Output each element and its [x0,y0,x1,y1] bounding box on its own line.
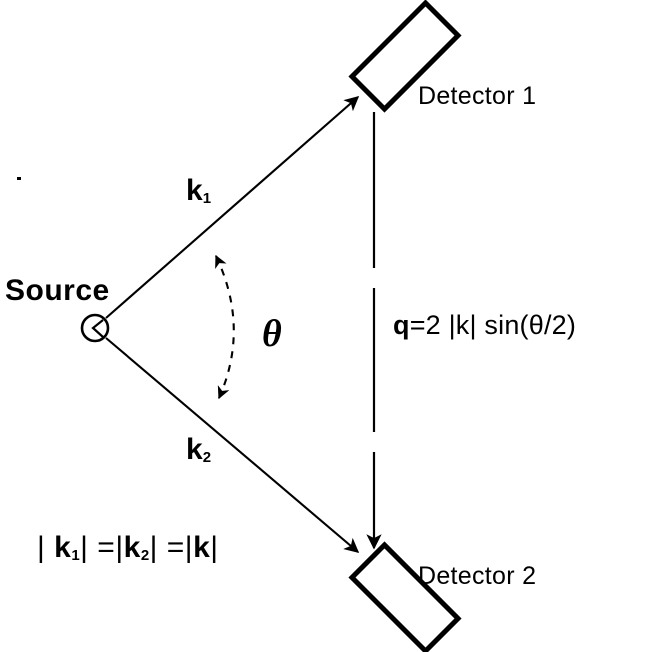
mag-k1-symbol: k [54,531,72,564]
k2-subscript: 2 [202,449,212,466]
q-symbol: q [393,310,410,340]
detector-2-box[interactable] [348,541,462,652]
k1-label: k1 [186,174,212,207]
k2-ray [105,337,360,553]
q-equation-label: q=2 |k| sin(θ/2) [393,312,576,339]
k2-symbol: k [186,433,203,466]
angle-arc [215,254,235,400]
detector-1-box[interactable] [348,0,462,113]
mag-k2-subscript: 2 [140,547,150,564]
q-equation-rest: =2 |k| sin(θ/2) [409,310,577,340]
mag-k3-symbol: k [193,531,211,564]
detector-2-label: Detector 2 [418,562,537,590]
detector-1-label: Detector 1 [418,82,537,110]
k1-symbol: k [186,174,203,207]
k1-subscript: 1 [202,190,212,207]
source-point-circle [80,313,110,343]
mag-mid-2: | =| [149,531,194,564]
mag-close: | [210,531,219,564]
theta-label: θ [262,313,282,355]
mag-open: | [37,531,55,564]
scan-speck [17,177,21,180]
k1-ray [105,96,360,319]
source-point-marker [91,319,104,338]
mag-k1-subscript: 1 [71,547,81,564]
source-label: Source [5,274,110,307]
mag-mid-1: | =| [80,531,124,564]
magnitude-relation-label: | k1| =|k2| =|k| [37,531,219,564]
k2-label: k2 [186,433,212,466]
mag-k2-symbol: k [123,531,141,564]
